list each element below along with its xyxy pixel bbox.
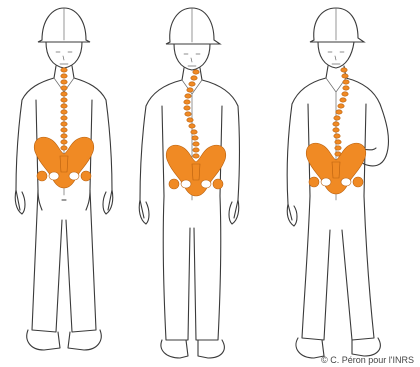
- pelvis-lateral: [166, 145, 226, 196]
- worker-figure-straight: [15, 8, 113, 350]
- spine-lateral-curve: [184, 70, 199, 158]
- hard-hat-icon: [310, 8, 364, 42]
- hard-hat-icon: [166, 8, 220, 44]
- copyright-credit: © C. Péron pour l'INRS: [321, 355, 414, 365]
- worker-figure-s-curve: [287, 8, 388, 358]
- worker-figure-lateral: [139, 8, 239, 358]
- spine-s-curve: [333, 68, 349, 156]
